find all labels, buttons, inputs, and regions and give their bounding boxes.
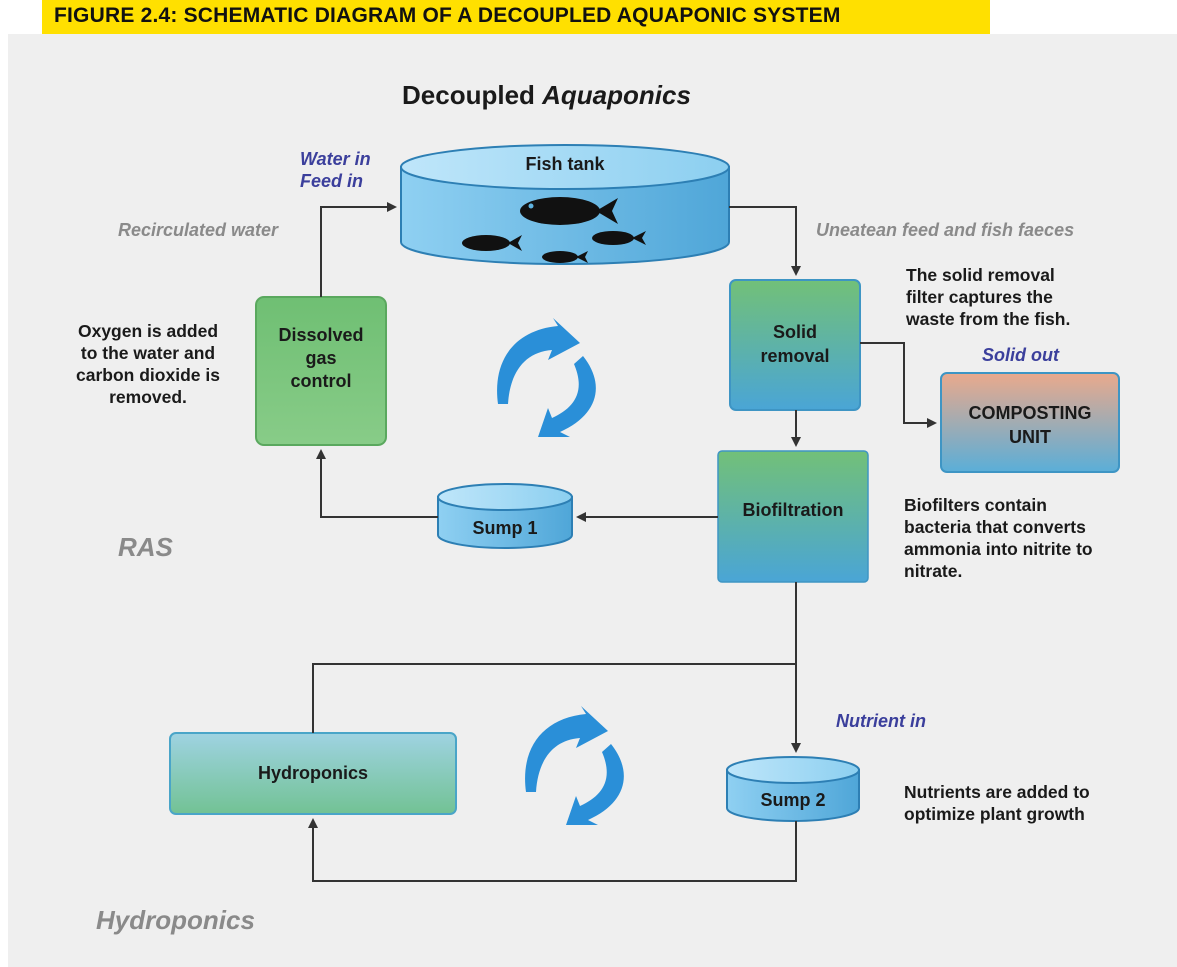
recirculated-flow-arrow — [320, 202, 397, 297]
uneaten-feed-label: Uneatean feed and fish faeces — [816, 220, 1075, 240]
feed-in-label: Feed in — [300, 171, 364, 191]
dissolved-gas-line: control — [290, 371, 352, 391]
hydroponics-label: Hydroponics — [257, 763, 368, 783]
note-line: filter captures the — [906, 287, 1053, 307]
oxygen-note: Oxygen is added to the water and carbon … — [58, 320, 238, 408]
inputs-label: Water in Feed in — [300, 148, 371, 192]
cycle-arrows-icon — [497, 318, 596, 437]
note-line: waste from the fish. — [906, 309, 1071, 329]
cycle-arrows-icon — [525, 706, 624, 825]
water-in-label: Water in — [300, 149, 371, 169]
dissolved-gas-line: gas — [305, 348, 337, 368]
solid-removal-label: Solid removal — [730, 320, 860, 368]
tank-to-solid-arrow — [729, 206, 801, 276]
biofiltration-label: Biofiltration — [742, 500, 844, 520]
sump2-tank — [726, 756, 860, 822]
note-line: optimize plant growth — [904, 804, 1085, 824]
note-line: Oxygen is added — [77, 321, 219, 341]
sump1-to-gas-arrow — [316, 449, 438, 518]
composting-label: COMPOSTING UNIT — [941, 401, 1119, 449]
sump2-to-hydro-arrow — [308, 818, 797, 882]
solid-removal-line: removal — [760, 346, 830, 366]
note-line: Biofilters contain — [904, 495, 1047, 515]
solid-out-label: Solid out — [982, 345, 1059, 365]
sump2-label: Sump 2 — [760, 790, 826, 810]
title-main: Decoupled — [402, 80, 543, 110]
figure-label: FIGURE 2.4: SCHEMATIC DIAGRAM OF A DECOU… — [54, 4, 841, 27]
title-italic: Aquaponics — [542, 80, 691, 110]
note-line: carbon dioxide is — [76, 365, 220, 385]
composting-line: COMPOSTING — [968, 403, 1092, 423]
ras-section-label: RAS — [118, 532, 173, 562]
solid-removal-line: Solid — [773, 322, 817, 342]
hydroponics-section-label: Hydroponics — [96, 905, 255, 935]
nutrient-in-label: Nutrient in — [836, 711, 926, 731]
solid-filter-note: The solid removal filter captures the wa… — [906, 264, 1070, 330]
biofilter-note: Biofilters contain bacteria that convert… — [904, 494, 1093, 582]
note-line: ammonia into nitrite to — [904, 539, 1093, 559]
composting-box — [940, 372, 1120, 473]
sump1-tank — [437, 483, 573, 549]
note-line: to the water and — [80, 343, 216, 363]
recirculated-water-label: Recirculated water — [118, 220, 279, 240]
fish-tank-label: Fish tank — [525, 154, 605, 174]
note-line: Nutrients are added to — [904, 782, 1090, 802]
note-line: removed. — [109, 387, 187, 407]
note-line: nitrate. — [904, 561, 963, 581]
sump1-label: Sump 1 — [472, 518, 538, 538]
dissolved-gas-line: Dissolved — [278, 325, 364, 345]
biofilter-to-hydro-line — [312, 663, 796, 733]
flow-lines — [308, 202, 937, 882]
figure-banner: FIGURE 2.4: SCHEMATIC DIAGRAM OF A DECOU… — [42, 0, 990, 34]
solid-to-compost-arrow — [860, 342, 937, 428]
diagram-title: Decoupled Aquaponics — [402, 80, 691, 111]
fish-icon — [462, 197, 646, 263]
nutrients-note: Nutrients are added to optimize plant gr… — [904, 781, 1090, 825]
note-line: The solid removal — [906, 265, 1055, 285]
composting-line: UNIT — [1009, 427, 1051, 447]
note-line: bacteria that converts — [904, 517, 1086, 537]
dissolved-gas-label: Dissolved gas control — [256, 324, 386, 393]
